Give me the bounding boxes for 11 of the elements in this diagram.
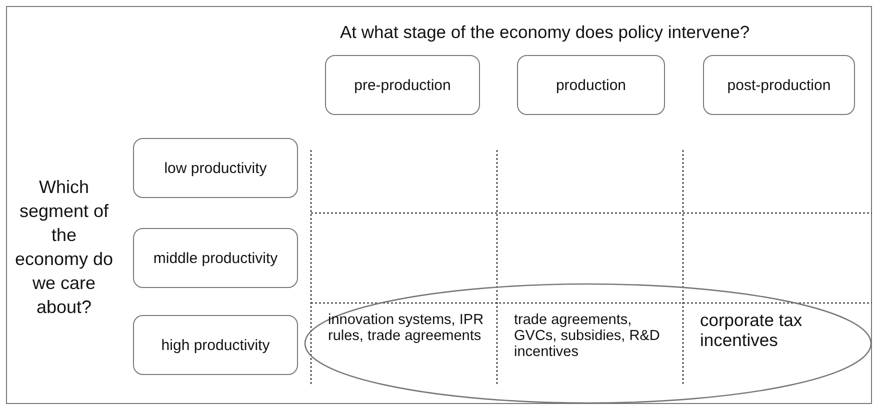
category-box: production [517, 55, 665, 115]
axis-question: Which segment of the economy do we care about? [14, 176, 114, 319]
title: At what stage of the economy does policy intervene? [340, 22, 750, 43]
policy-text: innovation systems, IPR rules, trade agreements [328, 312, 485, 344]
category-box: post-production [703, 55, 855, 115]
policy-text: trade agreements, GVCs, subsidies, R&D incentives [514, 312, 661, 360]
category-box: low productivity [133, 138, 298, 198]
policy-text: corporate tax incentives [700, 310, 804, 350]
category-box: pre-production [325, 55, 480, 115]
category-box: high productivity [133, 315, 298, 375]
category-box: middle productivity [133, 228, 298, 288]
